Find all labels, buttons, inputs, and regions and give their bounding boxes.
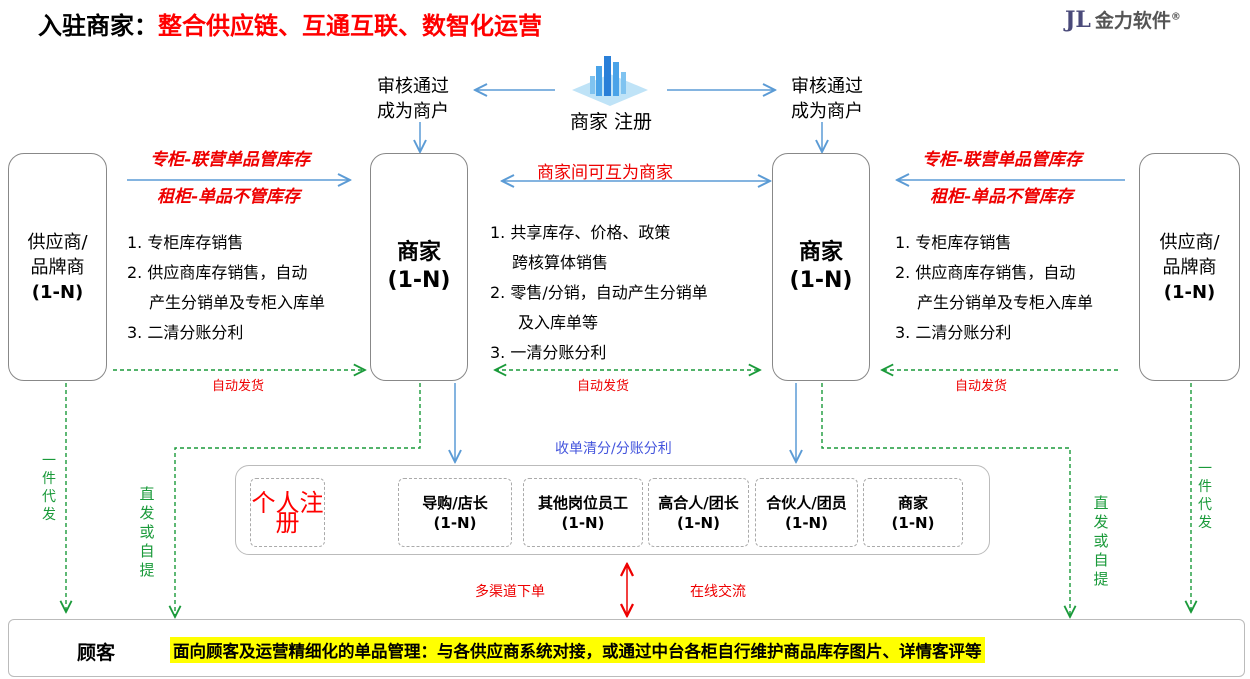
left-relation-top: 专柜-联营单品管库存	[150, 150, 311, 170]
supplier-right-box: 供应商/品牌商(1-N)	[1139, 153, 1240, 381]
role-card: 商家(1-N)	[863, 478, 963, 547]
direct-left: 直发或自提	[139, 485, 155, 579]
middle-relation: 商家间可互为商家	[537, 163, 673, 183]
auto-ship-left: 自动发货	[212, 379, 265, 394]
merchant-left-box: 商家(1-N)	[370, 153, 468, 381]
audit-left: 审核通过成为商户	[377, 76, 449, 122]
customer-description: 面向顾客及运营精细化的单品管理：与各供应商系统对接，或通过中台各柜自行维护商品库…	[170, 637, 985, 663]
role-card: 其他岗位员工(1-N)	[523, 478, 643, 547]
online-chat-label: 在线交流	[690, 584, 746, 600]
supplier-left-box: 供应商/品牌商(1-N)	[8, 153, 107, 381]
left-relation-bottom: 租柜-单品不管库存	[157, 187, 301, 207]
channel-order-label: 多渠道下单	[475, 584, 545, 600]
personal-registration-title: 个人注册	[250, 478, 325, 547]
right-relation-bottom: 租柜-单品不管库存	[930, 187, 1074, 207]
dropship-right: 一件代发	[1198, 461, 1212, 531]
settlement-label: 收单清分/分账分利	[555, 441, 672, 457]
auto-ship-right: 自动发货	[955, 379, 1008, 394]
role-card: 合伙人/团员(1-N)	[755, 478, 858, 547]
dropship-left: 一件代发	[42, 453, 56, 523]
customer-label: 顾客	[77, 642, 116, 664]
direct-right: 直发或自提	[1093, 494, 1109, 588]
registration-label: 商家 注册	[570, 111, 653, 133]
city-buildings-icon	[572, 56, 648, 106]
personal-registration-container	[235, 465, 990, 555]
role-card: 高合人/团长(1-N)	[648, 478, 749, 547]
customer-box	[8, 619, 1245, 677]
right-relation-top: 专柜-联营单品管库存	[922, 150, 1083, 170]
page-title: 入驻商家：整合供应链、互通互联、数智化运营	[38, 12, 542, 40]
auto-ship-middle: 自动发货	[577, 379, 630, 394]
merchant-right-box: 商家(1-N)	[772, 153, 870, 381]
audit-right: 审核通过成为商户	[791, 76, 863, 122]
role-card: 导购/店长(1-N)	[398, 478, 512, 547]
